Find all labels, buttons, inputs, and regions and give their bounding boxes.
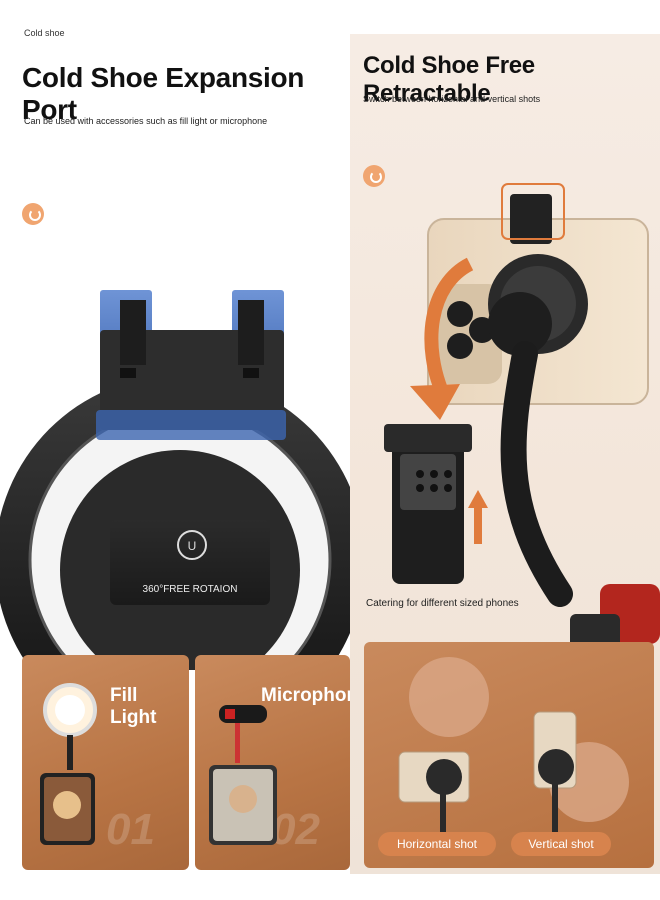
- retractable-mount-illustration: [384, 183, 660, 654]
- right-panel: Cold Shoe Free Retractable Switch betwee…: [350, 34, 660, 874]
- microphone-illustration: [209, 705, 277, 845]
- shot-modes-card: Horizontal shot Vertical shot: [364, 642, 654, 868]
- left-title: Cold Shoe Expansion Port: [22, 62, 305, 125]
- section-tag: Cold shoe: [24, 28, 65, 38]
- cold-shoe-mount-illustration: U: [0, 290, 350, 670]
- microphone-card: Microphone 02: [195, 655, 350, 870]
- horizontal-shot-label: Horizontal shot: [378, 832, 496, 856]
- card-number: 01: [106, 805, 155, 854]
- right-subtitle: Switch between horizontal and vertical s…: [363, 94, 541, 104]
- shot-modes-illustration: [398, 657, 629, 852]
- fill-light-illustration: [40, 683, 97, 845]
- fill-light-card: Fill Light 01: [22, 655, 189, 870]
- rotation-label: 360°FREE ROTAION: [142, 584, 238, 595]
- fill-light-label: Fill Light: [110, 685, 157, 728]
- vertical-shot-label: Vertical shot: [511, 832, 611, 856]
- microphone-label: Microphone: [261, 685, 350, 706]
- left-subtitle: Can be used with accessories such as fil…: [24, 116, 268, 126]
- card-number: 02: [271, 805, 320, 854]
- svg-text:U: U: [188, 539, 197, 553]
- rotate-icon: [22, 203, 44, 225]
- right-title: Cold Shoe Free Retractable: [363, 52, 535, 107]
- left-panel: Cold shoe Cold Shoe Expansion Port Can b…: [0, 28, 350, 870]
- rotate-icon: [363, 165, 385, 187]
- sizes-caption: Catering for different sized phones: [366, 598, 519, 609]
